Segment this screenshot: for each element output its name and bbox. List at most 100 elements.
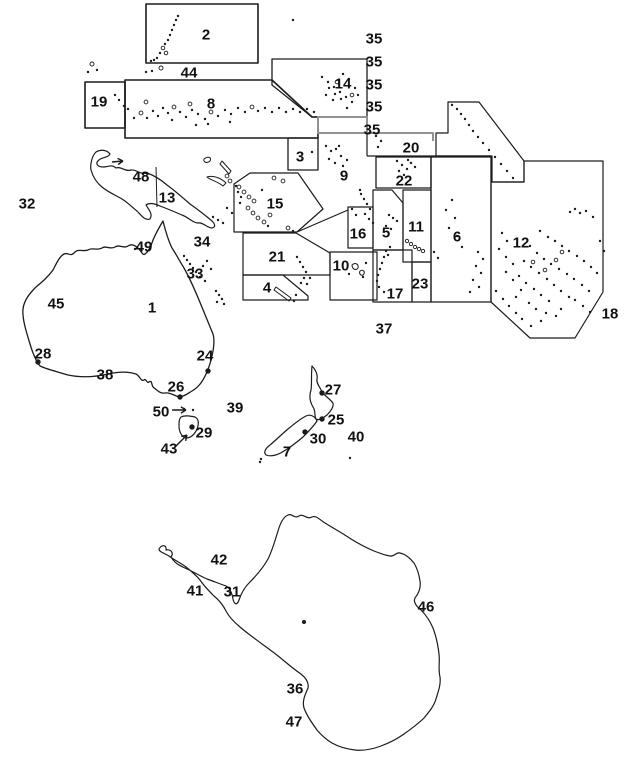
tonga17-dots (380, 261, 384, 265)
region12-dots (519, 288, 523, 292)
region12-dots (573, 207, 577, 211)
band8-dots (184, 115, 188, 119)
map-label-4: 4 (263, 280, 272, 297)
region44-rings (89, 61, 95, 67)
region6-dots (447, 226, 451, 230)
region12-dots (582, 259, 586, 263)
band8-dots (263, 106, 267, 110)
divider-48-13 (155, 166, 158, 208)
solomons15-dots (266, 224, 270, 228)
marshall14-dots (327, 86, 331, 90)
map-label-16: 16 (350, 226, 367, 243)
gilbert9-dots (334, 147, 338, 151)
map-label-6: 6 (453, 229, 461, 246)
band8-dots (194, 123, 198, 127)
region12-dots (553, 239, 557, 243)
band8-dots (298, 110, 302, 114)
solomons15-rings (280, 178, 286, 184)
gilbert9-dots (337, 144, 341, 148)
marshall14-dots (341, 72, 345, 76)
band8-dots (270, 110, 274, 114)
region6-dots (476, 250, 480, 254)
band8-dots (161, 106, 165, 110)
region6-dots (450, 198, 454, 202)
box19-dots (113, 93, 117, 97)
coast-tasmania (178, 415, 199, 439)
region12-dots (559, 289, 563, 293)
solomons15-dots (238, 201, 242, 205)
map-label-3: 3 (296, 149, 304, 166)
samoa5-dots (389, 227, 393, 231)
region12-dots (588, 310, 592, 314)
region12-dots (539, 293, 543, 297)
city-dots (302, 429, 308, 435)
band8-rings (187, 101, 193, 107)
lineislands-chain (455, 107, 459, 111)
solomons15-rings (227, 178, 233, 184)
region12-dots (584, 209, 588, 213)
band8-dots (190, 108, 194, 112)
island-new-ireland (219, 160, 232, 175)
band8-dots (243, 110, 247, 114)
region12-dots (501, 297, 505, 301)
region12-dots (524, 281, 528, 285)
band8-dots (170, 118, 174, 122)
region12-rings (559, 249, 565, 255)
map-label-22: 22 (396, 173, 413, 190)
marshall14-dots (356, 93, 360, 97)
tonga17-dots (375, 279, 379, 283)
map-label-10: 10 (333, 258, 350, 275)
gilbert9-dots (324, 144, 328, 148)
tuvalu16-dots (368, 207, 372, 211)
map-label-15: 15 (267, 196, 284, 213)
map-label-9: 9 (340, 168, 348, 185)
gilbert9-dots (329, 149, 333, 153)
map-label-28: 28 (35, 346, 52, 363)
vanuatu21-dots (305, 282, 309, 286)
lineislands-chain (487, 148, 491, 152)
fiji10-dots (361, 275, 365, 279)
arrow-50-king-island (172, 406, 187, 414)
hawaii-chain-dots (149, 59, 153, 63)
region12-dots (511, 278, 515, 282)
marshall14-dots (326, 80, 330, 84)
band8-rings (138, 110, 144, 116)
region12-dots (598, 239, 602, 243)
map-label-14: 14 (335, 76, 352, 93)
band8-dots (166, 111, 170, 115)
region-poly-14 (271, 58, 368, 118)
arrow-43-tasmania (175, 434, 188, 447)
map-label-34: 34 (194, 234, 211, 251)
lineislands-chain (459, 112, 463, 116)
map-label-32: 32 (19, 196, 36, 213)
region-box-3 (287, 137, 319, 171)
region12-dots (575, 254, 579, 258)
solomons15-rings (246, 194, 252, 200)
region12-rings (553, 257, 559, 263)
vanuatu21-dots (304, 270, 308, 274)
region6-dots (455, 234, 459, 238)
png-islands-dots (221, 221, 225, 225)
gbr33-dots (203, 279, 207, 283)
map-label-37: 37 (376, 321, 393, 338)
region-poly-lineislands (435, 101, 525, 183)
region6-dots (436, 256, 440, 260)
island-admiralty (203, 156, 211, 163)
marshall14-dots (344, 95, 348, 99)
misc-dots (258, 460, 262, 464)
map-label-50: 50 (153, 404, 170, 421)
band8-dots (312, 110, 316, 114)
hawaii-chain-rings (160, 45, 166, 51)
misc-dots (348, 456, 352, 460)
map-label-23: 23 (412, 276, 429, 293)
lineislands-chain (511, 176, 515, 180)
map-label-35-36: 35 (366, 77, 383, 94)
region12-dots (578, 211, 582, 215)
solomons15-rings (255, 215, 261, 221)
hawaii-chain-dots (168, 33, 172, 37)
hawaii-chain-dots (166, 38, 170, 42)
region12-dots (572, 277, 576, 281)
region12-dots (520, 317, 524, 321)
gbr33-dots (191, 266, 195, 270)
